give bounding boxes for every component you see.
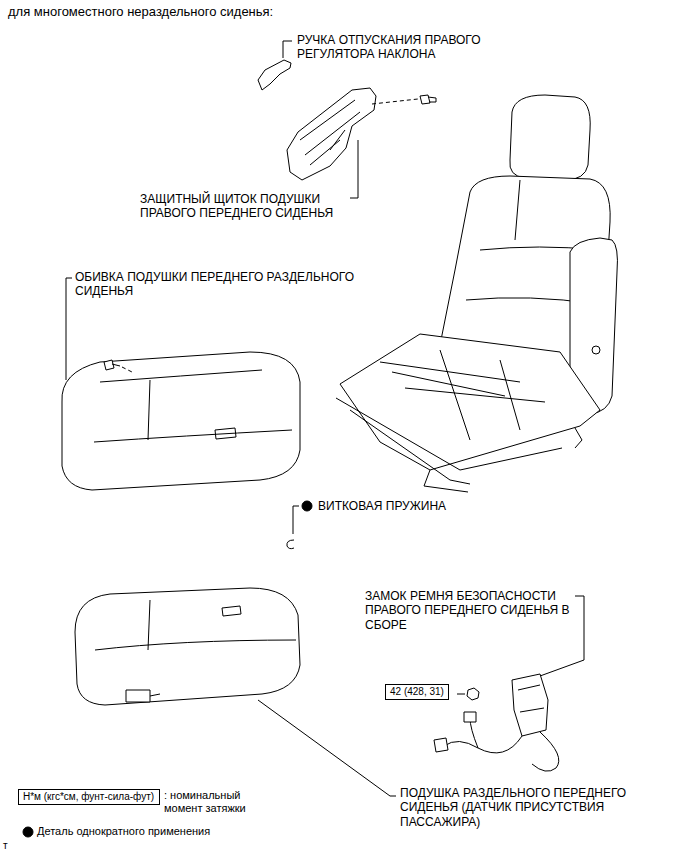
- part-name: ПОДУШКА РАЗДЕЛЬНОГО ПЕРЕДНЕГО СИДЕНЬЯ (Д…: [400, 786, 655, 829]
- frame-detail: [380, 350, 545, 440]
- pivot: [592, 346, 600, 354]
- seat-cushion: [75, 588, 300, 705]
- leader-line: [457, 694, 465, 695]
- connector: [126, 690, 150, 702]
- legend-text: Деталь однократного применения: [37, 825, 297, 838]
- part-name: ОБИВКА ПОДУШКИ ПЕРЕДНЕГО РАЗДЕЛЬНОГО СИД…: [75, 270, 380, 299]
- nut: [467, 688, 479, 700]
- dashed-line: [122, 367, 132, 372]
- legend-box: Н*м (кгс*см, фунт-сила-фут): [18, 789, 160, 805]
- cover-seam: [94, 370, 292, 442]
- screw: [420, 95, 436, 104]
- shield-detail: [300, 100, 360, 165]
- buckle: [512, 674, 548, 736]
- coil-spring: [287, 540, 294, 549]
- wire-harness: [444, 718, 559, 771]
- cushion-seam: [95, 600, 296, 650]
- part-name: ВИТКОВАЯ ПРУЖИНА: [318, 499, 518, 513]
- box-text: Н*м (кгс*см, фунт-сила-фут): [23, 791, 155, 803]
- wire: [150, 694, 160, 696]
- single-use-mark: [23, 827, 33, 837]
- part-name: ЗАМОК РЕМНЯ БЕЗОПАСНОСТИ ПРАВОГО ПЕРЕДНЕ…: [365, 589, 580, 632]
- single-use-mark: [302, 501, 312, 511]
- leader-line: [350, 140, 358, 198]
- leader-line: [293, 506, 299, 534]
- headrest: [510, 95, 590, 180]
- torque-box: 42 (428, 31): [385, 684, 449, 700]
- page-title: для многоместного нераздельного сиденья:: [8, 4, 273, 20]
- leader-line: [66, 278, 72, 380]
- cushion-cover: [62, 352, 300, 490]
- leader-line: [283, 41, 292, 58]
- box-text: 42 (428, 31): [390, 686, 444, 698]
- part-name: ЗАЩИТНЫЙ ЩИТОК ПОДУШКИ ПРАВОГО ПЕРЕДНЕГО…: [140, 192, 345, 221]
- dashed-line: [372, 99, 418, 104]
- legend-text: : номинальный момент затяжки: [164, 789, 279, 815]
- connector: [434, 712, 476, 752]
- figure-mark: т: [3, 840, 23, 852]
- part-name: РУЧКА ОТПУСКАНИЯ ПРАВОГО РЕГУЛЯТОРА НАКЛ…: [297, 33, 512, 62]
- seat-rail: [336, 398, 582, 492]
- cushion-shield: [287, 88, 376, 180]
- release-handle: [258, 60, 291, 90]
- clip: [104, 360, 120, 370]
- leader-line: [258, 700, 396, 796]
- buckle-detail: [518, 685, 544, 712]
- seat-frame: [340, 334, 600, 470]
